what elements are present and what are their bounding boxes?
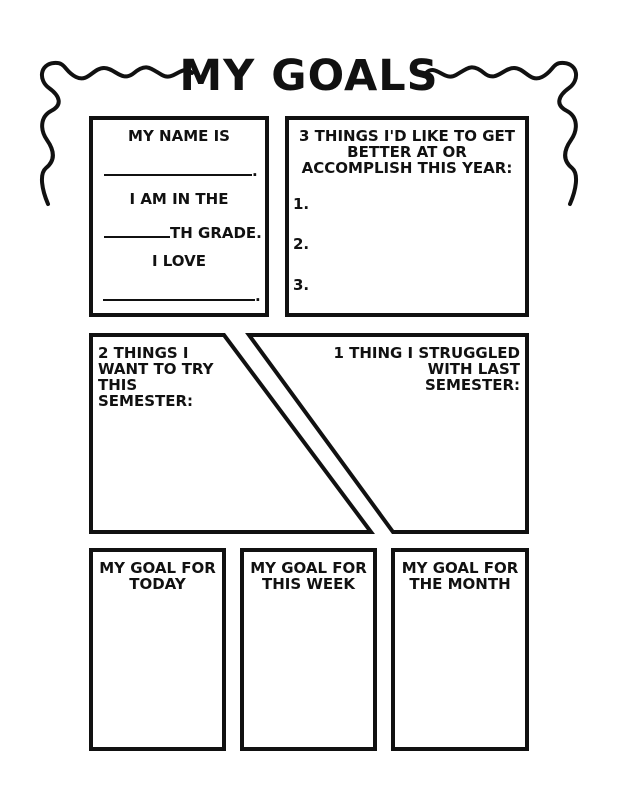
grade-intro-label: I AM IN THE <box>129 190 229 208</box>
name-end-period: . <box>252 162 258 180</box>
three-things-item-3: 3. <box>293 276 310 294</box>
love-label: I LOVE <box>151 252 207 270</box>
three-things-item-1: 1. <box>293 195 310 213</box>
name-box <box>89 116 269 317</box>
grade-suffix-label: TH GRADE. <box>170 224 262 242</box>
one-thing-heading: 1 THING I STRUGGLED WITH LAST SEMESTER: <box>333 344 520 394</box>
two-things-heading: 2 THINGS I WANT TO TRY THIS SEMESTER: <box>98 344 214 410</box>
love-blank[interactable] <box>103 285 255 301</box>
page-title: MY GOALS <box>179 51 439 101</box>
grade-blank[interactable] <box>104 222 170 238</box>
goal-month-box <box>391 548 529 751</box>
name-row: . <box>104 160 258 179</box>
goal-today-box <box>89 548 226 751</box>
goal-today-label: MY GOAL FOR TODAY <box>99 559 216 593</box>
two-things-panel <box>89 333 375 534</box>
goal-week-box <box>240 548 377 751</box>
love-end-period: . <box>255 287 261 305</box>
love-row: . <box>103 285 261 304</box>
grade-row: TH GRADE. <box>104 222 262 241</box>
goal-month-label: MY GOAL FOR THE MONTH <box>401 559 519 593</box>
goal-week-label: MY GOAL FOR THIS WEEK <box>250 559 367 593</box>
one-thing-panel <box>245 333 529 534</box>
name-label: MY NAME IS <box>128 127 230 145</box>
three-things-heading: 3 THINGS I'D LIKE TO GET BETTER AT OR AC… <box>299 127 515 177</box>
name-blank[interactable] <box>104 160 252 176</box>
three-things-item-2: 2. <box>293 235 310 253</box>
three-things-box <box>285 116 529 317</box>
